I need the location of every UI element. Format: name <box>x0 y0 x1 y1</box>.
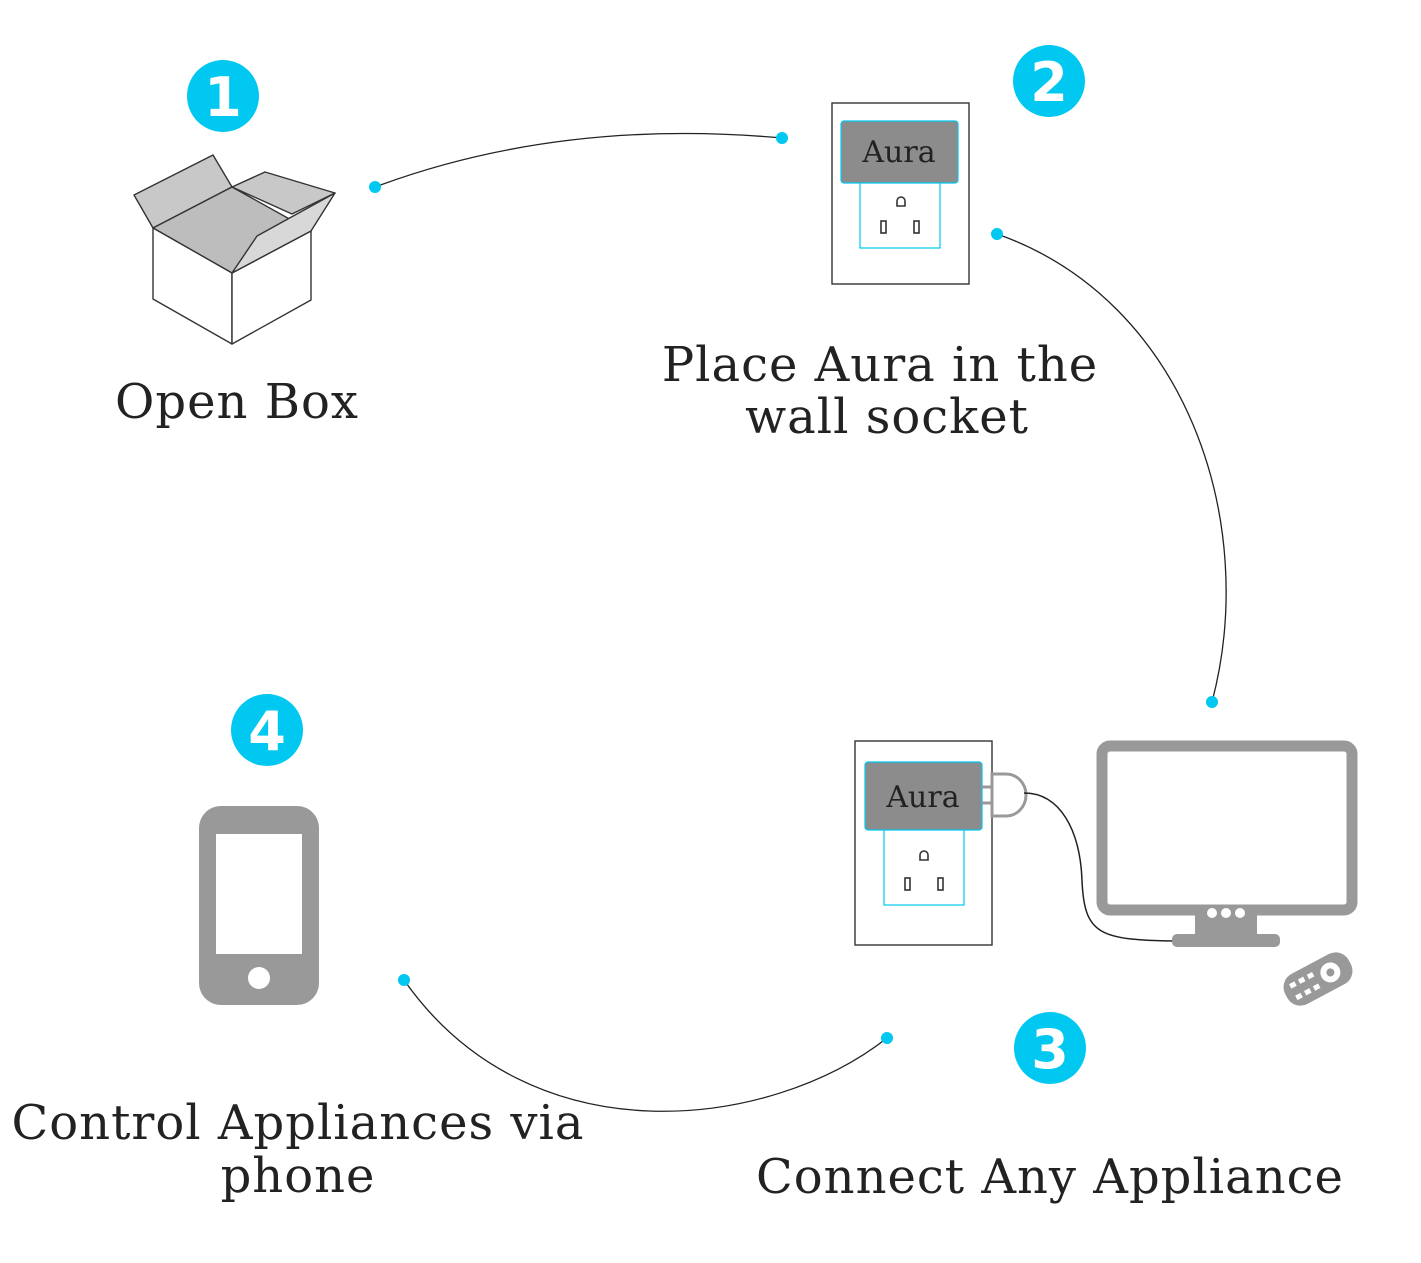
open-box-icon <box>133 154 336 345</box>
step-label-line-2: wall socket <box>745 389 1029 445</box>
step-label-line-2: phone <box>221 1148 376 1204</box>
step-1: 1 Open Box <box>115 60 359 430</box>
step-4: 4 Control Appliances via phone <box>12 694 585 1204</box>
wall-socket-icon: Aura <box>831 102 970 285</box>
step-label: Open Box <box>115 374 359 430</box>
step-label: Place Aura in the <box>662 337 1098 393</box>
step-number: 3 <box>1031 1018 1069 1081</box>
step-number-badge: 4 <box>231 694 303 766</box>
plug-icon <box>982 772 1028 818</box>
wall-socket-with-plug-icon: Aura <box>854 740 1176 946</box>
appliance-tv-icon <box>1096 740 1358 947</box>
connector-3-to-4 <box>398 974 893 1112</box>
step-number-badge: 2 <box>1013 45 1085 117</box>
aura-device <box>840 120 959 184</box>
aura-brand-label: Aura <box>861 135 935 170</box>
step-number-badge: 3 <box>1014 1012 1086 1084</box>
connector-1-to-2 <box>369 132 788 193</box>
step-number: 1 <box>204 66 242 129</box>
aura-device <box>864 761 983 831</box>
smartphone-icon <box>199 806 319 1005</box>
step-number: 2 <box>1030 51 1068 114</box>
step-2: 2 Aura Place Aura in the wall socket <box>662 45 1098 445</box>
remote-control-icon <box>1283 952 1353 1006</box>
aura-brand-label: Aura <box>885 780 959 815</box>
step-label: Connect Any Appliance <box>756 1149 1344 1205</box>
step-number-badge: 1 <box>187 60 259 132</box>
step-label: Control Appliances via <box>12 1095 585 1151</box>
step-3: 3 Aura <box>756 740 1358 1205</box>
step-number: 4 <box>248 700 286 763</box>
connector-2-to-3 <box>991 228 1227 708</box>
